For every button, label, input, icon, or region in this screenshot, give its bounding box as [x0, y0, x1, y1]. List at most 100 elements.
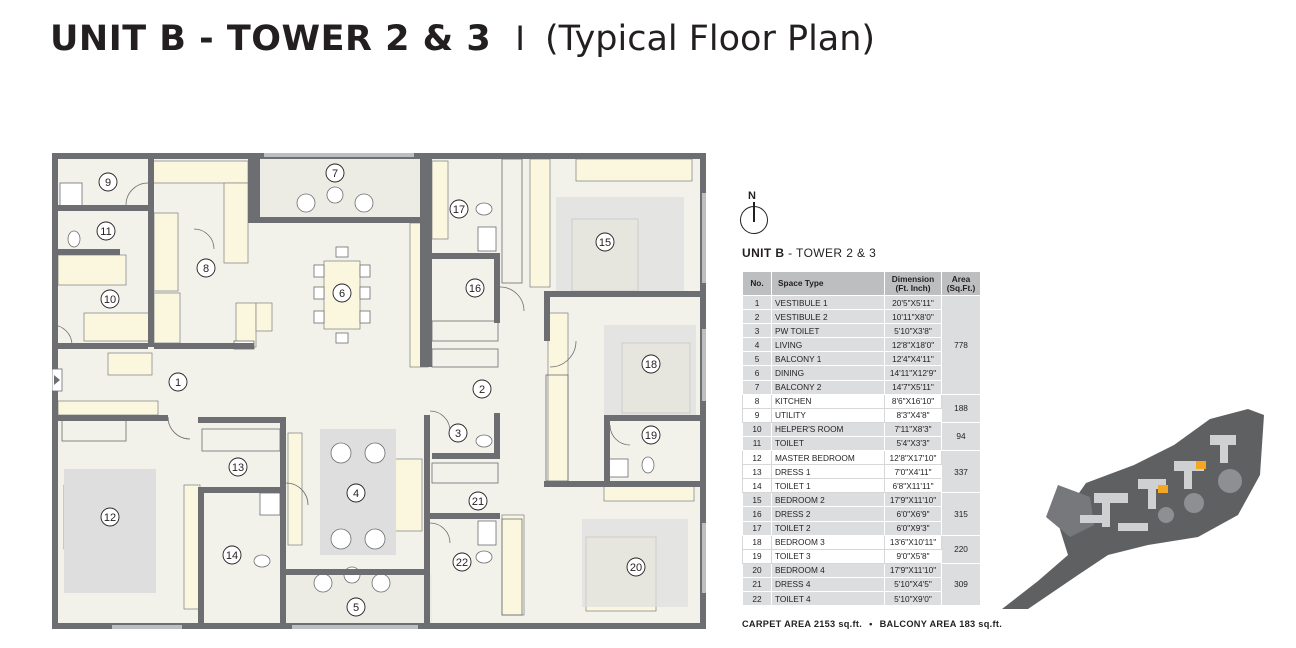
room-label-9: 9 — [98, 172, 118, 192]
row-area-group: 778 — [941, 295, 981, 395]
room-labels: 1 2 3 4 5 6 7 8 9 10 11 12 13 14 15 16 1… — [96, 163, 661, 617]
row-space-type: TOILET 3 — [771, 548, 885, 564]
svg-text:16: 16 — [469, 283, 481, 295]
row-number: 10 — [742, 421, 772, 437]
room-label-2: 2 — [472, 379, 492, 399]
svg-text:8: 8 — [203, 263, 209, 275]
entrance-arrow-icon — [52, 368, 63, 392]
header-dimension: Dimension (Ft. Inch) — [884, 271, 942, 296]
room-label-12: 12 — [100, 507, 120, 527]
row-dimension: 7'0"X4'11" — [884, 464, 942, 480]
interior-walls — [52, 153, 700, 629]
row-space-type: LIVING — [771, 337, 885, 353]
svg-text:4: 4 — [353, 488, 359, 500]
row-number: 6 — [742, 365, 772, 381]
row-space-type: DINING — [771, 365, 885, 381]
svg-text:22: 22 — [456, 557, 468, 569]
room-label-7: 7 — [325, 163, 345, 183]
row-number: 7 — [742, 379, 772, 395]
row-dimension: 8'6"X16'10" — [884, 393, 942, 409]
room-label-18: 18 — [641, 354, 661, 374]
row-dimension: 17'9"X11'10" — [884, 492, 942, 508]
svg-text:3: 3 — [455, 428, 461, 440]
svg-text:5: 5 — [353, 602, 359, 614]
doors — [52, 182, 631, 544]
row-dimension: 20'5"X5'11" — [884, 294, 942, 311]
row-number: 18 — [742, 534, 772, 550]
svg-text:1: 1 — [175, 377, 181, 389]
row-number: 14 — [742, 478, 772, 494]
row-space-type: PW TOILET — [771, 323, 885, 339]
row-dimension: 14'7"X5'11" — [884, 379, 942, 395]
table-heading-tower: - TOWER 2 & 3 — [784, 246, 877, 260]
floor-plan: 1 2 3 4 5 6 7 8 9 10 11 12 13 14 15 16 1… — [52, 153, 706, 629]
compass-label: N — [748, 190, 756, 202]
header-area: Area (Sq.Ft.) — [941, 271, 981, 296]
site-plan-map — [1002, 409, 1264, 609]
row-space-type: KITCHEN — [771, 393, 885, 409]
row-number: 1 — [742, 294, 772, 311]
row-space-type: MASTER BEDROOM — [771, 450, 885, 466]
row-number: 21 — [742, 576, 772, 592]
svg-text:19: 19 — [645, 430, 657, 442]
title-separator: I — [515, 19, 525, 58]
room-label-6: 6 — [332, 283, 352, 303]
row-area-group: 220 — [941, 534, 981, 564]
row-area-group: 315 — [941, 492, 981, 536]
room-label-15: 15 — [595, 232, 615, 252]
row-space-type: DRESS 2 — [771, 506, 885, 522]
room-label-21: 21 — [468, 491, 488, 511]
row-dimension: 12'8"X18'0" — [884, 337, 942, 353]
room-label-8: 8 — [196, 258, 216, 278]
row-space-type: UTILITY — [771, 407, 885, 423]
row-number: 19 — [742, 548, 772, 564]
room-label-5: 5 — [346, 597, 366, 617]
highlighted-towers — [1158, 461, 1206, 493]
row-dimension: 9'0"X5'8" — [884, 548, 942, 564]
balcony-area: BALCONY AREA 183 sq.ft. — [879, 619, 1003, 629]
row-dimension: 12'8"X17'10" — [884, 450, 942, 466]
table-heading: UNIT B - TOWER 2 & 3 — [742, 246, 876, 260]
row-space-type: TOILET 4 — [771, 590, 885, 607]
room-label-13: 13 — [228, 457, 248, 477]
svg-text:20: 20 — [630, 562, 642, 574]
row-number: 5 — [742, 351, 772, 367]
row-number: 15 — [742, 492, 772, 508]
windows — [112, 153, 706, 629]
row-dimension: 5'10"X9'0" — [884, 590, 942, 607]
svg-text:17: 17 — [453, 204, 465, 216]
title-unit: UNIT B - TOWER 2 & 3 — [50, 19, 492, 59]
row-space-type: TOILET 1 — [771, 478, 885, 494]
row-space-type: BALCONY 1 — [771, 351, 885, 367]
row-area-group: 94 — [941, 421, 981, 452]
room-label-1: 1 — [168, 372, 188, 392]
row-dimension: 6'8"X11'11" — [884, 478, 942, 494]
chairs — [296, 186, 391, 593]
header-space-type: Space Type — [771, 271, 885, 296]
row-number: 8 — [742, 393, 772, 409]
svg-text:15: 15 — [599, 237, 611, 249]
svg-text:18: 18 — [645, 359, 657, 371]
room-label-3: 3 — [448, 423, 468, 443]
title-subtitle: (Typical Floor Plan) — [544, 19, 876, 59]
room-label-10: 10 — [100, 289, 120, 309]
row-dimension: 17'9"X11'10" — [884, 562, 942, 578]
row-dimension: 5'10"X4'5" — [884, 576, 942, 592]
svg-text:11: 11 — [100, 226, 111, 238]
